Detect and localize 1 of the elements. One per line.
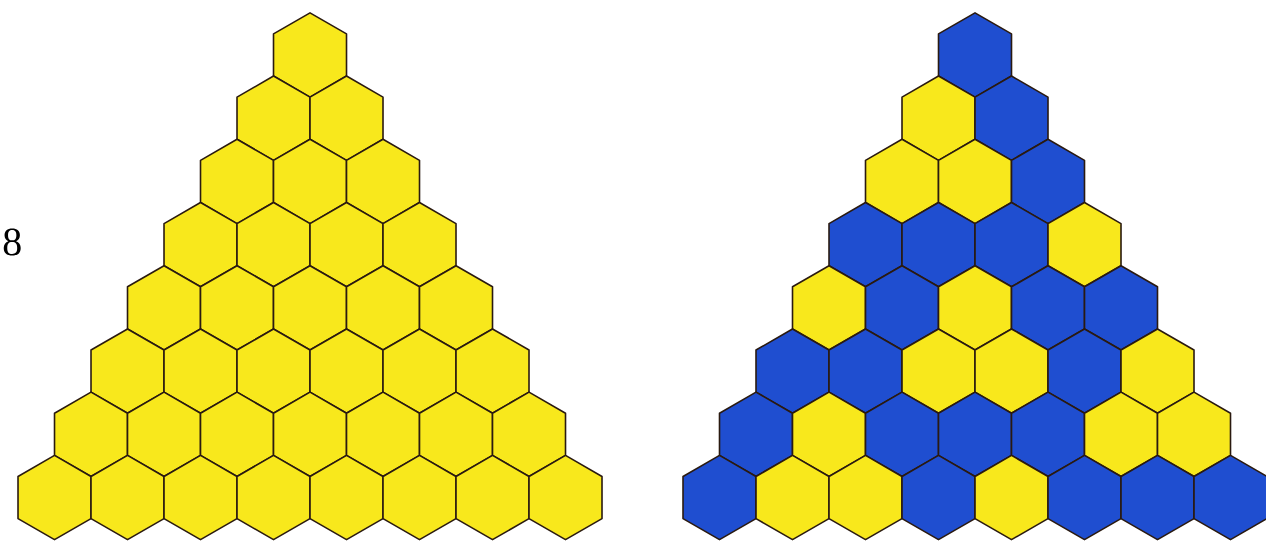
figure-number: 8 [3, 228, 21, 256]
